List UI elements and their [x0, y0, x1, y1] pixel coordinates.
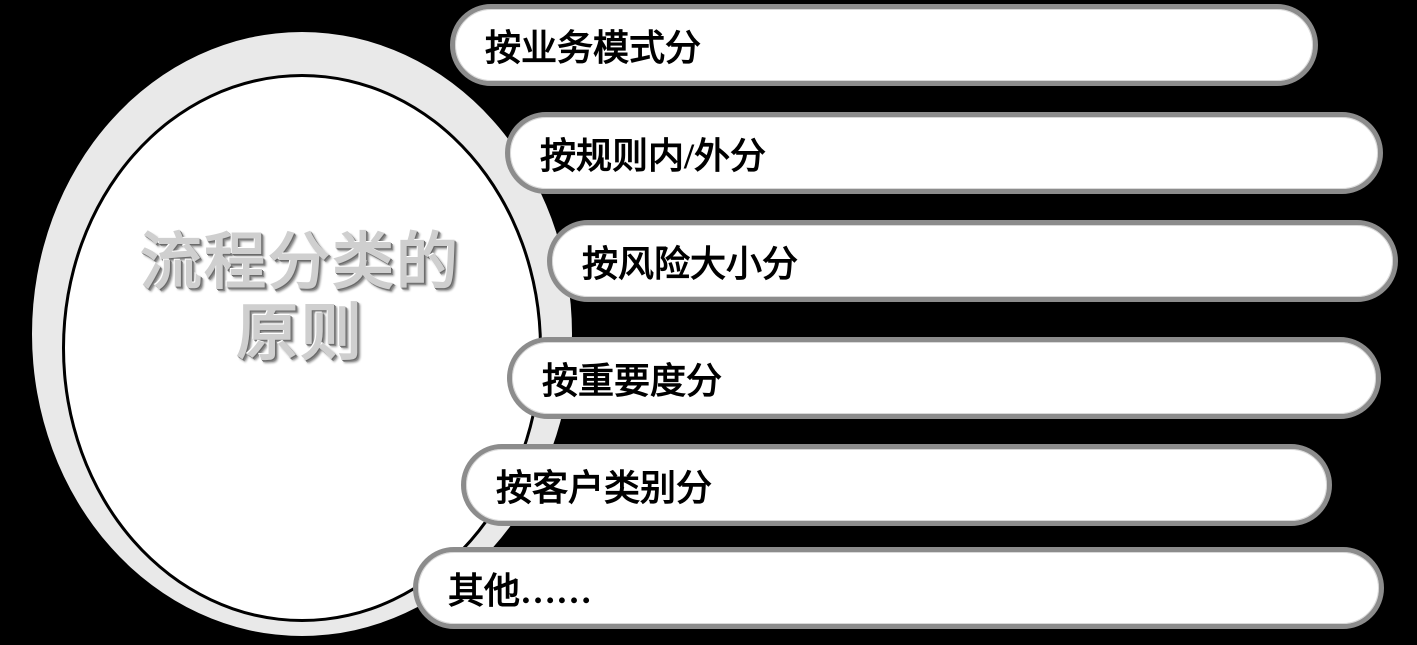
pill-others: 其他……	[413, 547, 1384, 629]
circle-title-line1: 流程分类的	[139, 229, 460, 297]
pill-business-model-label: 按业务模式分	[485, 28, 702, 68]
pill-others-label: 其他……	[448, 571, 593, 611]
pill-rule-in-out-label: 按规则内/外分	[540, 136, 767, 176]
pill-importance: 按重要度分	[507, 337, 1381, 419]
pill-risk-size: 按风险大小分	[547, 220, 1398, 302]
pill-rule-in-out: 按规则内/外分	[505, 112, 1383, 194]
pill-customer-category: 按客户类别分	[461, 444, 1332, 526]
pill-importance-label: 按重要度分	[542, 361, 723, 401]
circle-title-line2: 原则	[235, 300, 364, 369]
circle-title: 流程分类的 原则	[80, 228, 520, 371]
pill-customer-category-label: 按客户类别分	[496, 468, 713, 508]
pill-business-model: 按业务模式分	[450, 4, 1318, 86]
pill-risk-size-label: 按风险大小分	[582, 244, 799, 284]
principle-circle-inner	[62, 74, 542, 622]
